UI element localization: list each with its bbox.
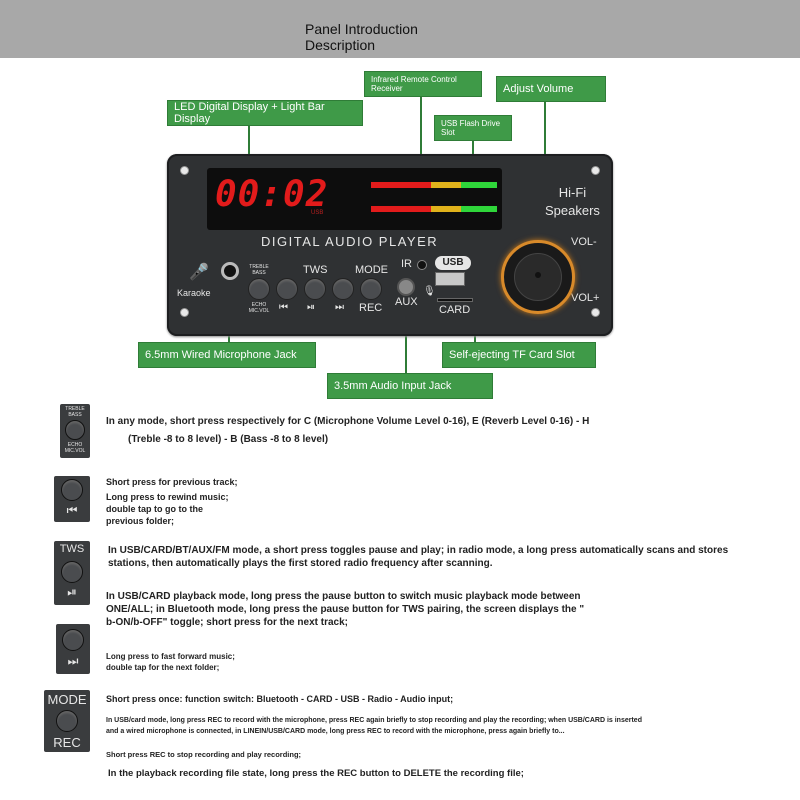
light-bar-bottom-yellow <box>431 206 461 212</box>
usb-port[interactable] <box>435 272 465 286</box>
previous-track-icon: ⏮ <box>66 503 78 517</box>
callout-led-display: LED Digital Display + Light Bar Display <box>167 100 363 126</box>
echo-micvol-label: ECHO MIC.VOL <box>248 302 270 314</box>
light-bar-top-red <box>371 182 431 188</box>
screw-top-right <box>591 166 600 175</box>
row-2-line-4: previous folder; <box>106 516 175 526</box>
aux-label: AUX <box>395 296 418 308</box>
leader-line-led <box>248 126 250 174</box>
icon-echo-micvol-label: ECHO MIC.VOL <box>64 442 86 454</box>
screw-top-left <box>180 166 189 175</box>
icon-button-circle <box>61 561 83 583</box>
rec-label: REC <box>359 302 383 314</box>
mode-rec-button[interactable] <box>360 278 382 300</box>
mode-label: MODE <box>355 264 388 276</box>
row-3-line-1: In USB/CARD/BT/AUX/FM mode, a short pres… <box>108 545 729 556</box>
row-1-line-2: (Treble -8 to 8 level) - B (Bass -8 to 8… <box>128 434 329 445</box>
row-5-line-5: In the playback recording file state, lo… <box>108 768 524 779</box>
icon-treble-bass-label: TREBLE BASS <box>65 406 85 418</box>
icon-button-circle <box>61 479 83 501</box>
row-3-line-3: In USB/CARD playback mode, long press th… <box>106 591 581 602</box>
row-3-line-4: ONE/ALL; in Bluetooth mode, long press t… <box>106 604 585 615</box>
vol-plus-label: VOL+ <box>571 292 600 304</box>
previous-track-button[interactable] <box>276 278 298 300</box>
light-bar-bottom-green <box>461 206 497 212</box>
hifi-speakers-text: Hi-Fi Speakers <box>545 185 600 218</box>
treble-bass-label: TREBLE BASS <box>249 264 269 276</box>
row-2-line-1: Short press for previous track; <box>106 477 238 487</box>
row-3-line-5: b-ON/b-OFF" toggle; short press for the … <box>106 617 348 628</box>
row-1-line-1: In any mode, short press respectively fo… <box>106 416 590 427</box>
previous-button-icon: ⏮ <box>54 476 90 522</box>
aux-jack-3-5mm[interactable] <box>397 278 415 296</box>
mic-jack-6-5mm[interactable] <box>221 262 239 280</box>
row-5-line-4: Short press REC to stop recording and pl… <box>106 750 302 759</box>
card-label: CARD <box>439 304 471 316</box>
volume-knob[interactable] <box>501 240 575 314</box>
callout-ir-receiver: Infrared Remote Control Receiver <box>364 71 482 97</box>
volume-knob-cap <box>514 253 562 301</box>
screw-bottom-right <box>591 308 600 317</box>
callout-usb-slot: USB Flash Drive Slot <box>434 115 512 141</box>
light-bar-bottom-red <box>371 206 431 212</box>
treble-bass-button-icon: TREBLE BASS ECHO MIC.VOL <box>60 404 90 458</box>
tf-card-slot[interactable] <box>437 298 473 302</box>
light-bar-top-yellow <box>431 182 461 188</box>
player-panel: 00:02 USB DIGITAL AUDIO PLAYER Hi-Fi Spe… <box>167 154 613 336</box>
usb-badge: USB <box>435 256 471 270</box>
led-time-readout: 00:02 <box>215 174 329 215</box>
play-pause-icon: ⏯ <box>67 585 77 599</box>
icon-tws-label: TWS <box>59 543 85 555</box>
play-pause-button[interactable] <box>304 278 326 300</box>
tws-label: TWS <box>303 264 328 276</box>
icon-rec-label: REC <box>53 735 81 750</box>
callout-tf-slot: Self-ejecting TF Card Slot <box>442 342 596 368</box>
next-icon: ⏭ <box>335 302 344 313</box>
row-3-line-2: stations, then automatically plays the f… <box>108 558 493 569</box>
vol-minus-label: VOL- <box>571 236 597 248</box>
header-bar: Panel Introduction Description <box>0 0 800 58</box>
row-5-line-3: and a wired microphone is connected, in … <box>106 728 565 735</box>
light-bar-top-green <box>461 182 497 188</box>
microphone-icon: 🎤 <box>189 264 209 281</box>
volume-knob-indicator <box>535 272 541 278</box>
row-2-line-3: double tap to go to the <box>106 504 203 514</box>
row-4-line-1: Long press to fast forward music; <box>106 652 235 661</box>
callout-mic-jack: 6.5mm Wired Microphone Jack <box>138 342 316 368</box>
microphone-small-icon: 🎙 <box>423 286 436 297</box>
row-5-line-2: In USB/card mode, long press REC to reco… <box>106 717 642 724</box>
play-pause-icon: ⏯ <box>307 302 315 313</box>
screw-bottom-left <box>180 308 189 317</box>
icon-button-circle <box>65 420 85 440</box>
icon-button-circle <box>56 710 78 732</box>
tws-play-pause-button-icon: TWS ⏯ <box>54 541 90 605</box>
treble-bass-echo-button[interactable] <box>248 278 270 300</box>
brand-text: DIGITAL AUDIO PLAYER <box>261 234 439 249</box>
row-2-line-2: Long press to rewind music; <box>106 492 229 502</box>
page-title: Panel Introduction Description <box>305 21 418 53</box>
next-button-icon: ⏭ <box>56 624 90 674</box>
ir-label: IR <box>401 258 412 270</box>
previous-icon: ⏮ <box>279 302 288 313</box>
icon-button-circle <box>62 629 84 651</box>
row-5-line-1: Short press once: function switch: Bluet… <box>106 694 454 704</box>
ir-receiver <box>417 260 427 270</box>
next-track-button[interactable] <box>332 278 354 300</box>
row-4-line-2: double tap for the next folder; <box>106 663 220 672</box>
mode-rec-button-icon: MODE REC <box>44 690 90 752</box>
led-display: 00:02 USB <box>207 168 502 230</box>
callout-aux-jack: 3.5mm Audio Input Jack <box>327 373 493 399</box>
next-track-icon: ⏭ <box>67 654 79 668</box>
karaoke-label: Karaoke <box>177 288 211 298</box>
led-usb-indicator: USB <box>311 210 324 216</box>
icon-mode-label: MODE <box>47 692 87 707</box>
callout-adjust-volume: Adjust Volume <box>496 76 606 102</box>
